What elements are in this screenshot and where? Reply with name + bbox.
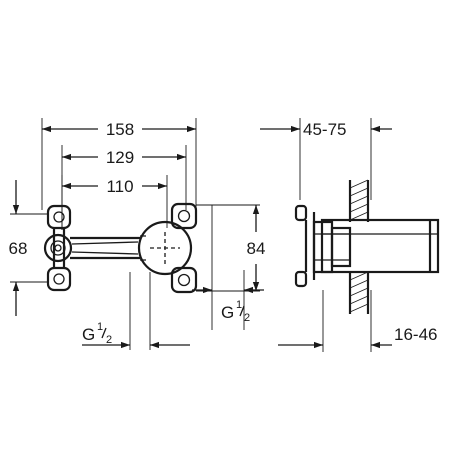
mounting-ear-top-right [170,202,198,230]
mounting-ear-bottom-left [46,266,72,292]
mounting-ear-top-left [46,204,72,230]
front-view: 158 129 110 68 84 G 1 2 G [9,118,266,350]
dim-129-label: 129 [106,148,134,167]
dim-84-label: 84 [247,239,266,258]
thread-bottom-den: 2 [106,334,112,346]
side-view: 45-75 16-46 [260,118,440,352]
main-valve-body [137,220,193,276]
side-sleeve [320,218,440,274]
dim-68-label: 68 [9,239,28,258]
thread-bottom-num: 1 [97,321,103,333]
wall-section [348,179,370,314]
thread-right-slash [239,305,245,317]
thread-right-num: 1 [236,299,242,311]
side-body [312,220,352,274]
cross-pipe-inner [71,241,139,255]
dim-110-label: 110 [106,177,133,196]
thread-bottom-slash [101,327,107,339]
cross-pipe [70,236,140,260]
dim-45-75-label: 45-75 [303,120,346,139]
dim-158-label: 158 [106,120,134,139]
thread-bottom-prefix: G [82,325,95,344]
mounting-plate [294,204,316,288]
thread-right-den: 2 [244,312,250,324]
left-inlet [43,233,73,263]
mounting-ear-bottom-right [170,266,198,294]
dim-16-46-label: 16-46 [394,325,437,344]
thread-right-prefix: G [221,303,234,322]
